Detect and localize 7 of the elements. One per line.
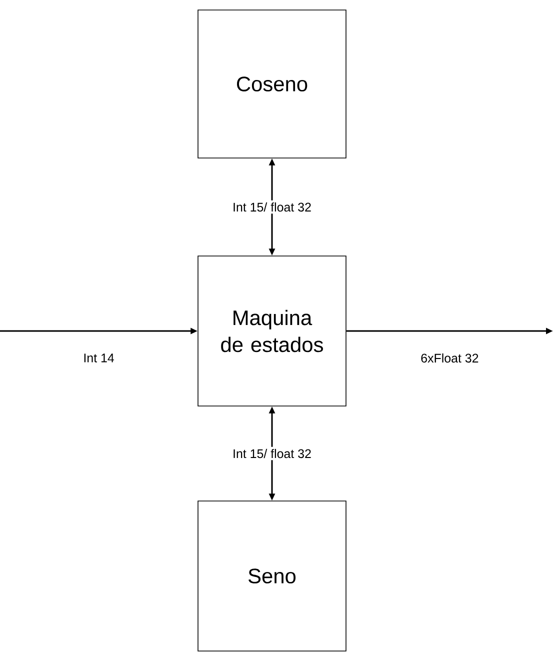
process-box: Seno <box>198 500 346 652</box>
edge-label: Int 15/ float 32 <box>230 200 314 214</box>
edge-label: Int 14 <box>84 354 114 362</box>
edge-label: Int 15/ float 32 <box>230 446 314 460</box>
process-box: Maquina de estados <box>198 256 346 406</box>
process-box: Coseno <box>198 10 346 158</box>
edge-label: 6xFloat 32 <box>421 353 478 363</box>
